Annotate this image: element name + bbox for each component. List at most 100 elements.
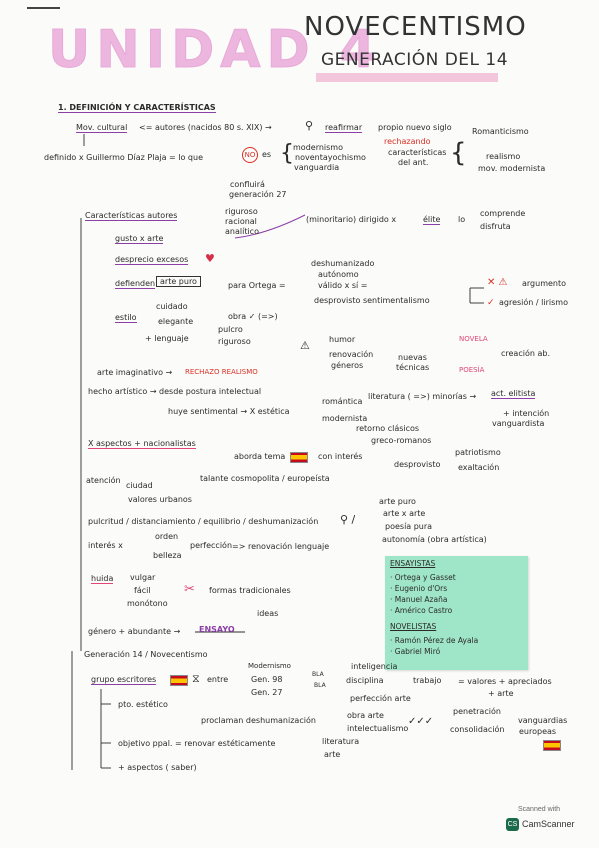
pencil-mark [27, 7, 60, 9]
mov-modernista: mov. modernista [478, 164, 546, 173]
obra-arte-1: obra arte [347, 711, 384, 720]
renovacion: renovación [329, 350, 374, 359]
gen-2: Gen. 98 [251, 675, 283, 684]
argumento: argumento [522, 279, 567, 288]
scissors-icon: ✂ [184, 582, 195, 597]
entre: entre [207, 675, 229, 684]
unidad-title: UNIDAD 4 [48, 20, 382, 81]
camscanner-watermark: Scanned with CS CamScanner [504, 806, 588, 836]
aspectos-saber: + aspectos ( saber) [118, 763, 197, 772]
elite: élite [423, 215, 441, 225]
riguroso-3: analítico [225, 227, 259, 236]
modernista: modernista [322, 414, 368, 423]
novela: NOVELA [459, 335, 488, 343]
caract-ant-1: características [388, 148, 447, 157]
lenguaje-item-2: riguroso [218, 337, 251, 346]
riguroso-1: riguroso [225, 207, 258, 216]
riguroso-2: racional [225, 217, 257, 226]
penetracion: penetración [453, 707, 501, 716]
obra: obra ✓ (=>) [228, 312, 278, 321]
valores-urbanos: valores urbanos [128, 495, 192, 504]
generacion-label: Generación 14 / Novecentismo [84, 650, 208, 659]
ensayista-2: · Eugenio d'Ors [390, 584, 448, 593]
act-elitista: act. elitista [491, 389, 536, 399]
es: es [262, 150, 272, 159]
sticky-note: ENSAYISTAS · Ortega y Gasset · Eugenio d… [385, 556, 528, 670]
estilo-item-1: cuidado [156, 302, 188, 311]
propio-siglo: propio nuevo siglo [378, 123, 452, 132]
huida-item-2: fácil [134, 586, 151, 595]
arte-item-1: arte puro [379, 497, 416, 506]
intencion-1: + intención [503, 409, 550, 418]
belleza: belleza [153, 551, 182, 560]
autores-text: <= autores (nacidos 80 s. XIX) → [139, 123, 272, 132]
genero: género + abundante → [88, 627, 181, 636]
comprende-2: disfruta [480, 222, 511, 231]
bla-1: BLA [312, 671, 324, 678]
camscanner-logo-icon: CS [506, 818, 519, 831]
exaltacion: exaltación [458, 463, 500, 472]
hourglass-icon: ⧖ [192, 672, 200, 685]
ensayistas-title: ENSAYISTAS [390, 559, 436, 568]
scanned-with: Scanned with [518, 806, 561, 813]
con-interes: con interés [318, 452, 363, 461]
spain-flag-icon [290, 452, 308, 463]
defienden: defienden [115, 279, 156, 289]
estilo: estilo [115, 313, 137, 323]
perfeccion: perfección [190, 541, 233, 550]
ciudad: ciudad [126, 481, 153, 490]
reafirmar: reafirmar [325, 123, 363, 133]
subtitle-highlight [316, 73, 498, 82]
retorno-clasicos: retorno clásicos [356, 424, 420, 433]
gen-3: Gen. 27 [251, 688, 283, 697]
novelista-1: · Ramón Pérez de Ayala [390, 636, 479, 645]
vanguardias-1: vanguardias [518, 716, 568, 725]
humor: humor [329, 335, 356, 344]
ortega-item-4: desprovisto sentimentalismo [314, 296, 430, 305]
literatura-1: literatura [322, 737, 360, 746]
novelistas-title: NOVELISTAS [390, 622, 437, 631]
vanguardias-2: europeas [519, 727, 557, 736]
es-item-2: noventayochismo [295, 153, 366, 162]
estilo-item-2: elegante [158, 317, 194, 326]
comprende-1: comprende [480, 209, 526, 218]
realismo: realismo [486, 152, 521, 161]
es-item-3: vanguardia [294, 163, 340, 172]
caract-ant-2: del ant. [398, 158, 429, 167]
loop-icon: ⚲ / [340, 513, 356, 526]
ensayista-4: · Américo Castro [390, 606, 453, 615]
hecho-artistico: hecho artístico → desde postura intelect… [88, 387, 262, 396]
objetivo: objetivo ppal. = renovar estéticamente [118, 739, 276, 748]
huida-item-3: monótono [127, 599, 168, 608]
arte-item-2: arte x arte [383, 509, 426, 518]
aborda-tema: aborda tema [234, 452, 286, 461]
orden: orden [155, 532, 179, 541]
aspectos-nacionalistas: X aspectos + nacionalistas [88, 439, 196, 449]
obra-arte-2: intelectualismo [347, 724, 409, 733]
disciplina: disciplina [346, 676, 384, 685]
gusto-arte: gusto x arte [115, 234, 164, 244]
arte-item-3: poesía pura [385, 522, 433, 531]
minoritario: (minoritario) dirigido x [306, 215, 397, 224]
patriotismo: patriotismo [455, 448, 501, 457]
novelista-2: · Gabriel Miró [390, 647, 441, 656]
ensayista-1: · Ortega y Gasset [390, 573, 456, 582]
section-heading: 1. DEFINICIÓN Y CARACTERÍSTICAS [58, 103, 216, 113]
romantica: romántica [322, 397, 363, 406]
autonomia: autonomía (obra artística) [382, 535, 487, 544]
perfeccion-arte: perfección arte [350, 694, 411, 703]
generos: géneros [331, 361, 364, 370]
grupo-escritores: grupo escritores [91, 675, 157, 685]
talante: talante cosmopolita / europeísta [200, 474, 330, 483]
mas-arte: + arte [488, 689, 514, 698]
greco-romanos: greco-romanos [371, 436, 432, 445]
spain-flag-icon-3 [543, 740, 561, 751]
ideas: ideas [257, 609, 279, 618]
atencion: atención [86, 476, 121, 485]
definido: definido x Guillermo Díaz Plaja = lo que [44, 153, 203, 162]
spain-flag-icon-2 [170, 675, 188, 686]
rechazo-realismo: RECHAZO REALISMO [185, 368, 258, 376]
heart-icon: ♥ [205, 252, 215, 265]
